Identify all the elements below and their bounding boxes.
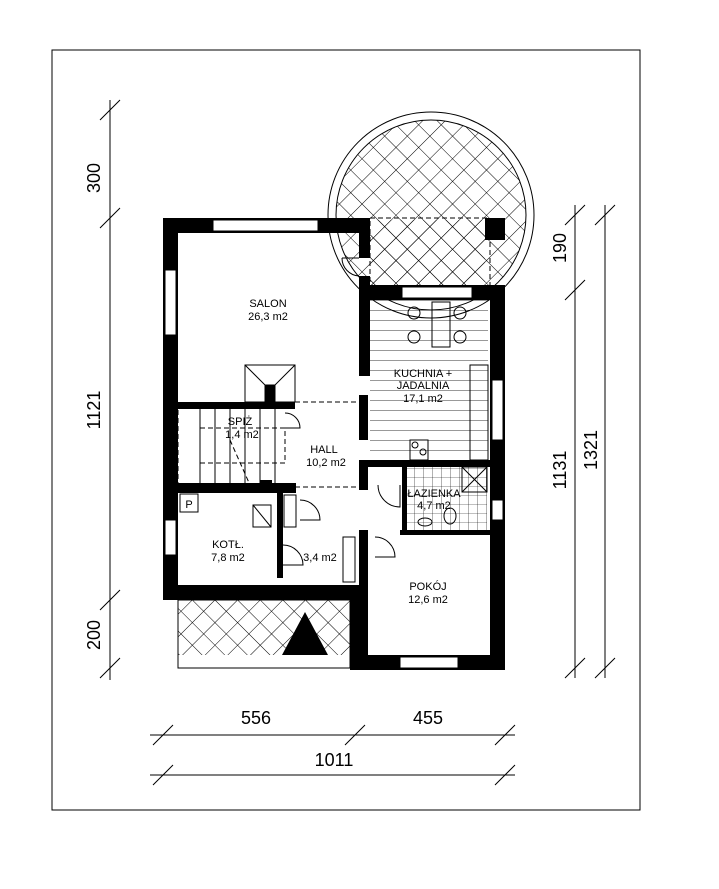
sheet-frame bbox=[51, 49, 641, 811]
room-spiz-name: SPIŻ bbox=[228, 415, 253, 428]
room-kitchen-name1: KUCHNIA + bbox=[394, 368, 452, 380]
room-salon-area: 26,3 m2 bbox=[248, 311, 288, 323]
room-kotl-area: 7,8 m2 bbox=[211, 552, 245, 564]
kotl-fixtures bbox=[179, 493, 356, 583]
room-salon-name: SALON bbox=[249, 298, 286, 310]
room-kotl-name: KOTŁ. bbox=[212, 539, 244, 551]
room-pokoj-name: POKÓJ bbox=[409, 580, 446, 593]
windows bbox=[164, 219, 504, 669]
dim-right-1321: 1321 bbox=[581, 430, 601, 470]
room-pokoj-area: 12,6 m2 bbox=[408, 594, 448, 606]
kitchen-fixtures bbox=[407, 301, 489, 527]
kitchen-floor bbox=[370, 300, 488, 460]
room-hall-name: HALL bbox=[310, 444, 338, 456]
porch bbox=[178, 600, 350, 655]
room-kitchen-name2: JADALNIA bbox=[397, 380, 450, 392]
dim-bottom-455: 455 bbox=[413, 708, 443, 728]
room-lazienka-area: 4,7 m2 bbox=[417, 500, 451, 512]
dimension-lines bbox=[99, 99, 616, 786]
room-kitchen-area: 17,1 m2 bbox=[403, 393, 443, 405]
room-spiz-area: 1,4 m2 bbox=[225, 429, 259, 441]
terrace bbox=[327, 111, 535, 319]
dim-left-300: 300 bbox=[84, 163, 104, 193]
dim-left-200: 200 bbox=[84, 620, 104, 650]
parking-mark: P bbox=[185, 499, 192, 511]
stairs bbox=[177, 401, 359, 488]
dim-bottom-556: 556 bbox=[241, 708, 271, 728]
room-wiatrolap-area: 3,4 m2 bbox=[303, 552, 337, 564]
room-hall-area: 10,2 m2 bbox=[306, 457, 346, 469]
room-lazienka-name: ŁAZIENKA bbox=[407, 488, 461, 500]
entrance-marker bbox=[282, 612, 328, 655]
dim-right-1131: 1131 bbox=[550, 451, 570, 490]
doors bbox=[282, 257, 401, 566]
dim-left-1121: 1121 bbox=[84, 391, 104, 430]
dim-bottom-1011: 1011 bbox=[315, 750, 354, 770]
dim-right-190: 190 bbox=[550, 233, 570, 263]
